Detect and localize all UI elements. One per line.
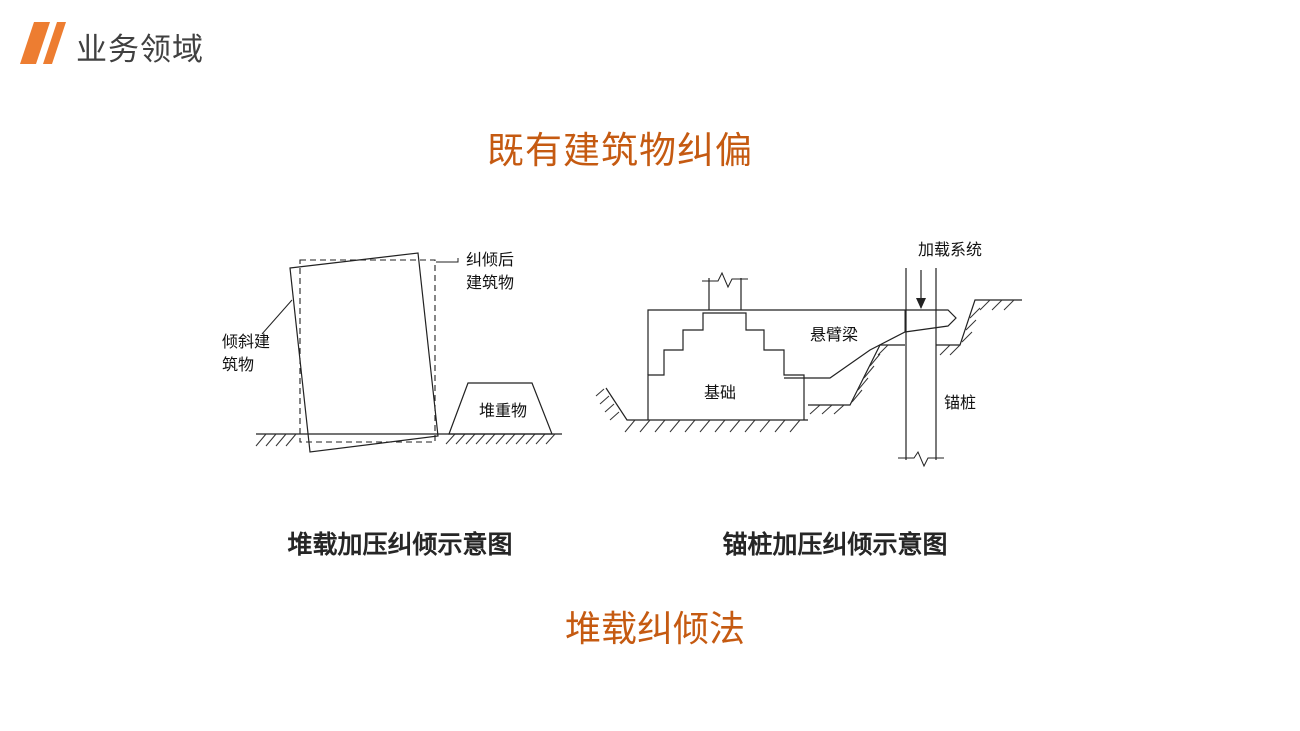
cantilever-beam <box>647 309 957 379</box>
label-weight: 堆重物 <box>479 401 527 420</box>
label-corrected-1: 纠倾后 <box>466 250 514 269</box>
label-pile: 锚桩 <box>944 393 976 412</box>
header: 业务领域 <box>0 0 400 80</box>
label-tilted-1: 倾斜建 <box>222 332 270 351</box>
diagram-left: 倾斜建 筑物 纠倾后 建筑物 堆重物 <box>222 250 562 453</box>
sub-title: 堆载纠倾法 <box>564 609 745 650</box>
corrected-building <box>299 259 436 443</box>
foundation <box>647 312 805 420</box>
diagram-right: 加载系统 悬臂梁 基础 锚桩 <box>595 240 1022 468</box>
label-beam: 悬臂梁 <box>810 325 858 344</box>
ground-pit <box>605 387 808 421</box>
label-tilted-2: 筑物 <box>222 355 254 374</box>
logo-slash-icon <box>20 22 66 64</box>
label-foundation: 基础 <box>704 383 736 402</box>
caption-right: 锚桩加压纠倾示意图 <box>722 530 948 559</box>
header-title: 业务领域 <box>76 32 204 68</box>
tilted-building <box>289 252 439 453</box>
anchor-pile <box>898 268 944 468</box>
label-loading: 加载系统 <box>918 240 982 259</box>
ground-right <box>808 299 1022 406</box>
label-corrected-2: 建筑物 <box>466 273 514 292</box>
main-title: 既有建筑物纠偏 <box>487 129 753 172</box>
weight-block <box>448 382 553 435</box>
caption-left: 堆载加压纠倾示意图 <box>287 530 513 559</box>
